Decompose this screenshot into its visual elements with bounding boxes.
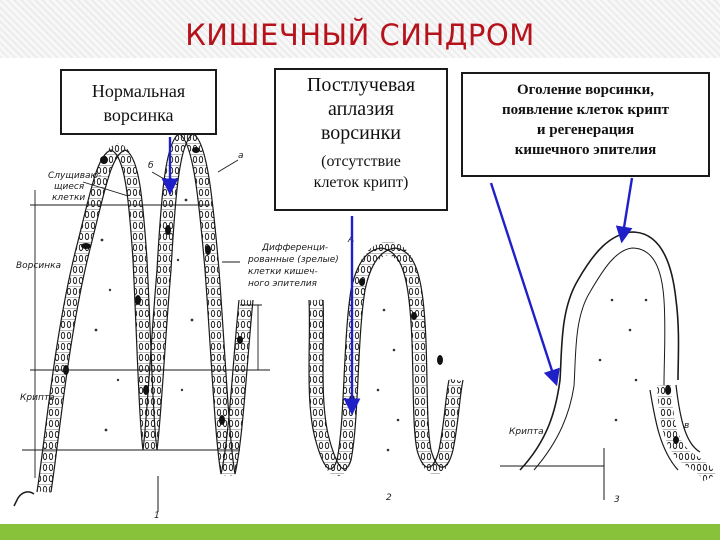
label-differentiated-1: Дифференци- bbox=[261, 243, 328, 253]
caption-denudation-line3: и регенерация bbox=[463, 120, 708, 140]
figure-aplastic-villus bbox=[309, 248, 463, 469]
caption-denudation-line2: появление клеток крипт bbox=[463, 100, 708, 120]
caption-aplasia-line1: Постлучевая bbox=[276, 73, 446, 97]
arrow-denuded-left bbox=[491, 183, 556, 383]
caption-normal-line1: Нормальная bbox=[62, 79, 215, 103]
caption-aplasia-sub: (отсутствие клеток крипт) bbox=[276, 151, 446, 193]
letter-a: а bbox=[238, 151, 244, 161]
label-desquamating-3: клетки bbox=[52, 193, 85, 203]
label-differentiated-4: ного эпителия bbox=[248, 279, 318, 289]
caption-denudation-line1: Оголение ворсинки, bbox=[463, 80, 708, 100]
caption-normal-villus: Нормальная ворсинка bbox=[60, 69, 217, 135]
footer-bar bbox=[0, 524, 720, 540]
figure-denuded-villus bbox=[500, 232, 710, 500]
arrow-denuded-top bbox=[622, 178, 632, 240]
caption-normal-line2: ворсинка bbox=[62, 103, 215, 127]
figure-number-3: 3 bbox=[614, 495, 620, 505]
label-differentiated-3: клетки кишеч- bbox=[248, 267, 318, 277]
caption-aplasia-sub2: клеток крипт) bbox=[314, 174, 409, 191]
label-desquamating-1: Слущиваю- bbox=[48, 171, 101, 181]
caption-aplasia-line3: ворсинки bbox=[276, 121, 446, 145]
figure-number-1: 1 bbox=[154, 511, 160, 521]
caption-postradiation-aplasia: Постлучевая аплазия ворсинки (отсутствие… bbox=[274, 68, 448, 211]
label-desquamating-2: щиеся bbox=[54, 182, 85, 192]
label-villus: Ворсинка bbox=[16, 261, 61, 271]
label-differentiated-2: рованные (зрелые) bbox=[247, 255, 339, 265]
figure-normal-villi bbox=[14, 134, 270, 512]
figure-number-2: 2 bbox=[386, 493, 392, 503]
caption-aplasia-sub1: (отсутствие bbox=[321, 153, 401, 170]
letter-b: б bbox=[148, 161, 154, 171]
caption-villus-denudation: Оголение ворсинки, появление клеток крип… bbox=[461, 72, 710, 177]
caption-aplasia-line2: аплазия bbox=[276, 97, 446, 121]
label-crypt-right: Крипта bbox=[509, 427, 544, 437]
slide-title: КИШЕЧНЫЙ СИНДРОМ bbox=[0, 18, 720, 52]
caption-denudation-line4: кишечного эпителия bbox=[463, 140, 708, 160]
label-crypt: Крипта bbox=[20, 393, 55, 403]
